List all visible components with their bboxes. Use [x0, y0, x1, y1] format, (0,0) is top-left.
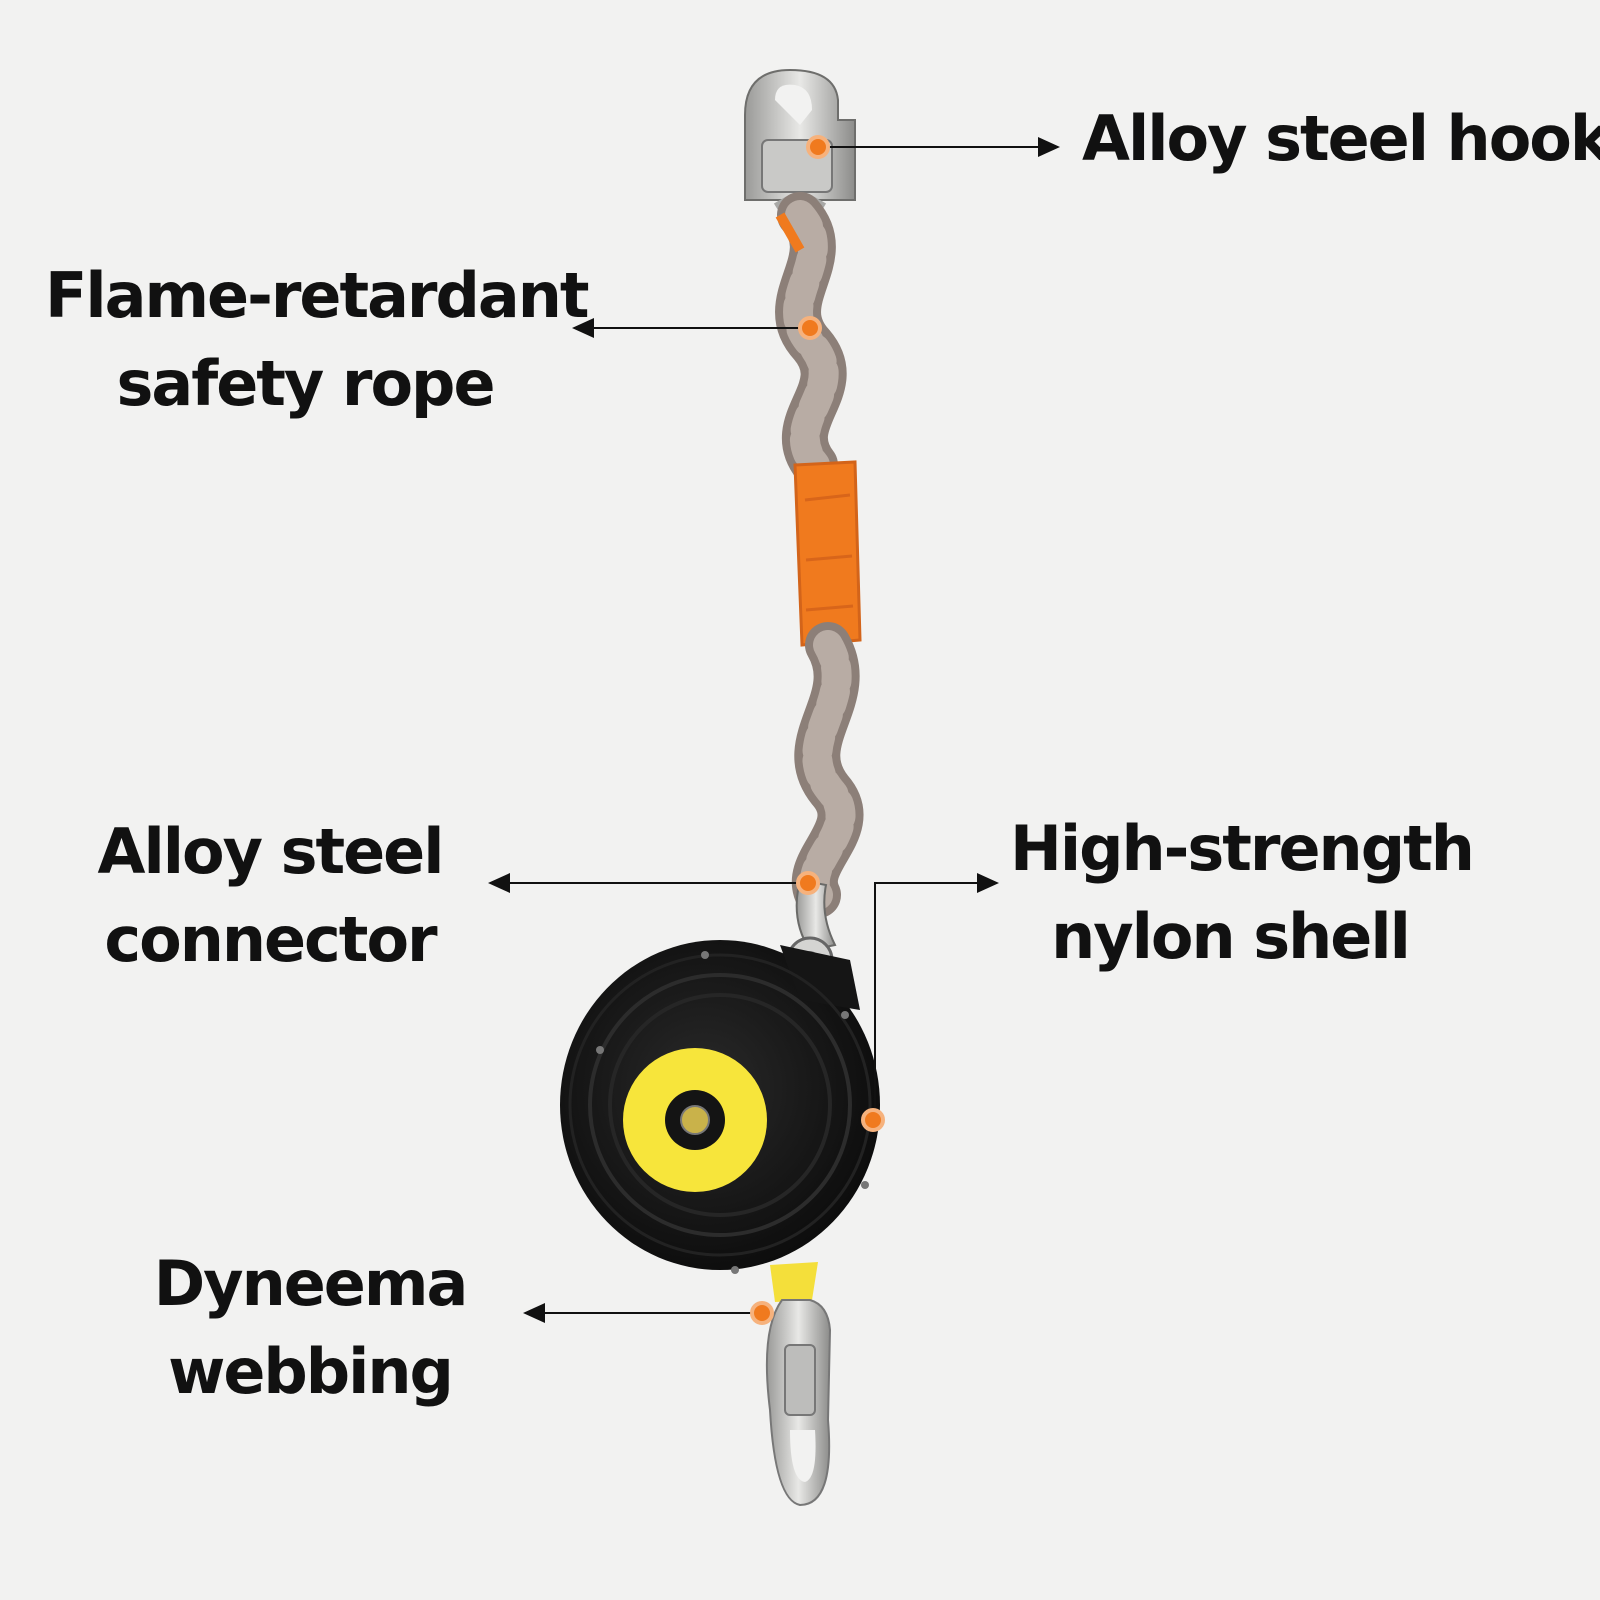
label-safety-rope: Flame-retardant safety rope: [45, 259, 590, 420]
label-nylon-shell: High-strength nylon shell: [1010, 812, 1475, 973]
label-alloy-steel-hook: Alloy steel hook: [1082, 102, 1600, 175]
rope-upper-icon: [775, 192, 847, 488]
leader-lines: [488, 137, 1060, 1323]
label-connector: Alloy steel connector: [97, 815, 445, 976]
bottom-hook-icon: [765, 1262, 832, 1507]
rope-lower-icon: [791, 622, 864, 918]
label-webbing: Dyneema webbing: [153, 1247, 469, 1408]
rope-sleeve-icon: [793, 460, 862, 647]
retractable-shell-icon: [560, 940, 880, 1274]
callout-markers: [750, 135, 885, 1325]
top-hook-icon: [744, 68, 856, 225]
